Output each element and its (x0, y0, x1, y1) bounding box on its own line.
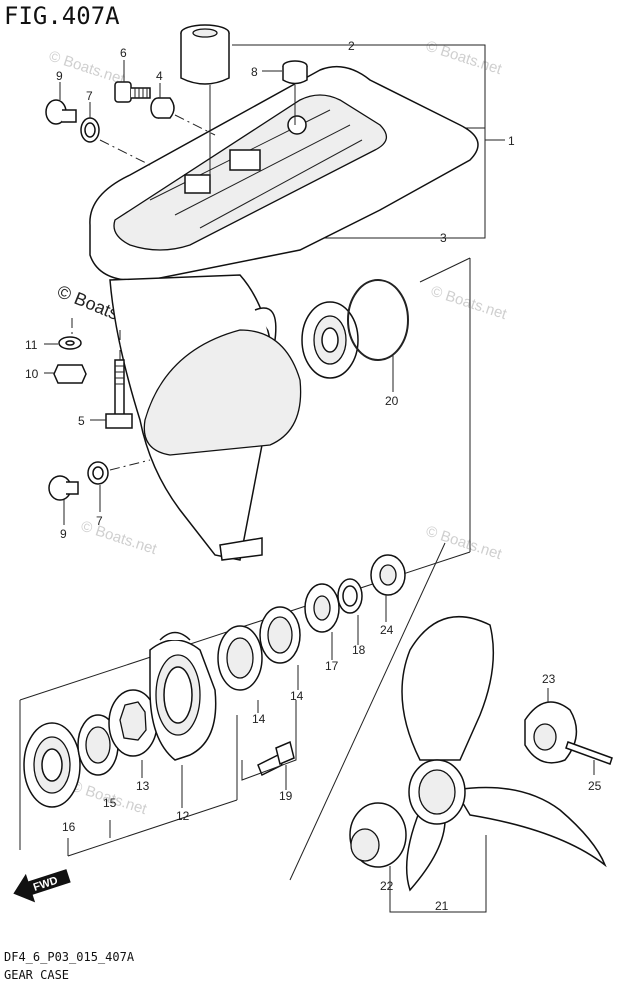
part-9-screw (45, 99, 77, 125)
part-6-bolt (114, 81, 151, 103)
frame-line (289, 542, 446, 881)
part-24-spacer (370, 554, 406, 596)
part-20-bearing (301, 301, 359, 379)
bracket-line (389, 835, 487, 913)
callout-20: 20 (385, 394, 399, 408)
callout-9-lower: 9 (60, 527, 67, 541)
watermark: © Boats.net (424, 38, 505, 79)
bracket-line (67, 799, 238, 857)
callout-14-second: 14 (290, 689, 304, 703)
part-9-screw-lower (48, 475, 79, 501)
callout-1: 1 (508, 134, 515, 148)
callout-5: 5 (78, 414, 85, 428)
callout-8: 8 (251, 65, 258, 79)
part-15-bearing (77, 714, 119, 776)
part-8-plug (282, 60, 308, 85)
part-13-plate (108, 689, 158, 757)
bracket-line (241, 700, 297, 781)
part-2-bushing (180, 24, 230, 85)
part-16-bearing (23, 722, 81, 808)
part-18-washer (337, 578, 363, 614)
part-7-washer-lower (87, 461, 109, 485)
part-19-bolt (257, 740, 295, 777)
gear-case-body (89, 65, 479, 561)
callout-23: 23 (542, 672, 556, 686)
callout-9: 9 (56, 69, 63, 83)
part-12-housing (149, 631, 217, 761)
callout-18: 18 (352, 643, 366, 657)
part-20-oring (347, 279, 409, 361)
part-23-nut (524, 701, 578, 764)
callout-19: 19 (279, 789, 293, 803)
part-7-washer (80, 117, 100, 143)
figure-name: GEAR CASE (4, 968, 70, 982)
callout-3: 3 (440, 231, 447, 245)
part-22-bushing (349, 802, 407, 868)
callout-6: 6 (120, 46, 127, 60)
part-5-bolt (105, 359, 133, 429)
callout-12: 12 (176, 809, 190, 823)
part-21-propeller (401, 615, 607, 892)
figure-code: DF4_6_P03_015_407A (4, 950, 135, 964)
watermark: © Boats.net (79, 518, 160, 559)
callout-11: 11 (25, 338, 38, 352)
callout-22: 22 (380, 879, 394, 893)
callout-14: 14 (252, 712, 266, 726)
callout-17: 17 (325, 659, 339, 673)
callout-16: 16 (62, 820, 76, 834)
callout-25: 25 (588, 779, 602, 793)
callout-10: 10 (25, 367, 39, 381)
fwd-label: FWD (32, 875, 60, 894)
callout-7: 7 (86, 89, 93, 103)
part-4-collar (150, 97, 175, 119)
part-10-nut (53, 364, 87, 384)
part-14-bearing-2 (259, 606, 301, 664)
part-17-ring (304, 583, 340, 633)
watermark: © Boats.net (424, 523, 505, 564)
fwd-arrow-icon: FWD (13, 869, 71, 903)
callout-4: 4 (156, 69, 163, 83)
figure-title: FIG.407A (4, 2, 120, 30)
callout-24: 24 (380, 623, 394, 637)
frame-line (419, 257, 471, 283)
bracket-line (232, 44, 486, 239)
callout-15: 15 (103, 796, 117, 810)
part-14-bearing (217, 625, 263, 691)
callout-2: 2 (348, 39, 355, 53)
watermark: © Boats.net (429, 283, 510, 324)
part-25-cotter-pin (565, 741, 613, 765)
callout-7-lower: 7 (96, 514, 103, 528)
callout-21: 21 (435, 899, 449, 913)
callout-13: 13 (136, 779, 150, 793)
part-11-washer (58, 336, 82, 350)
